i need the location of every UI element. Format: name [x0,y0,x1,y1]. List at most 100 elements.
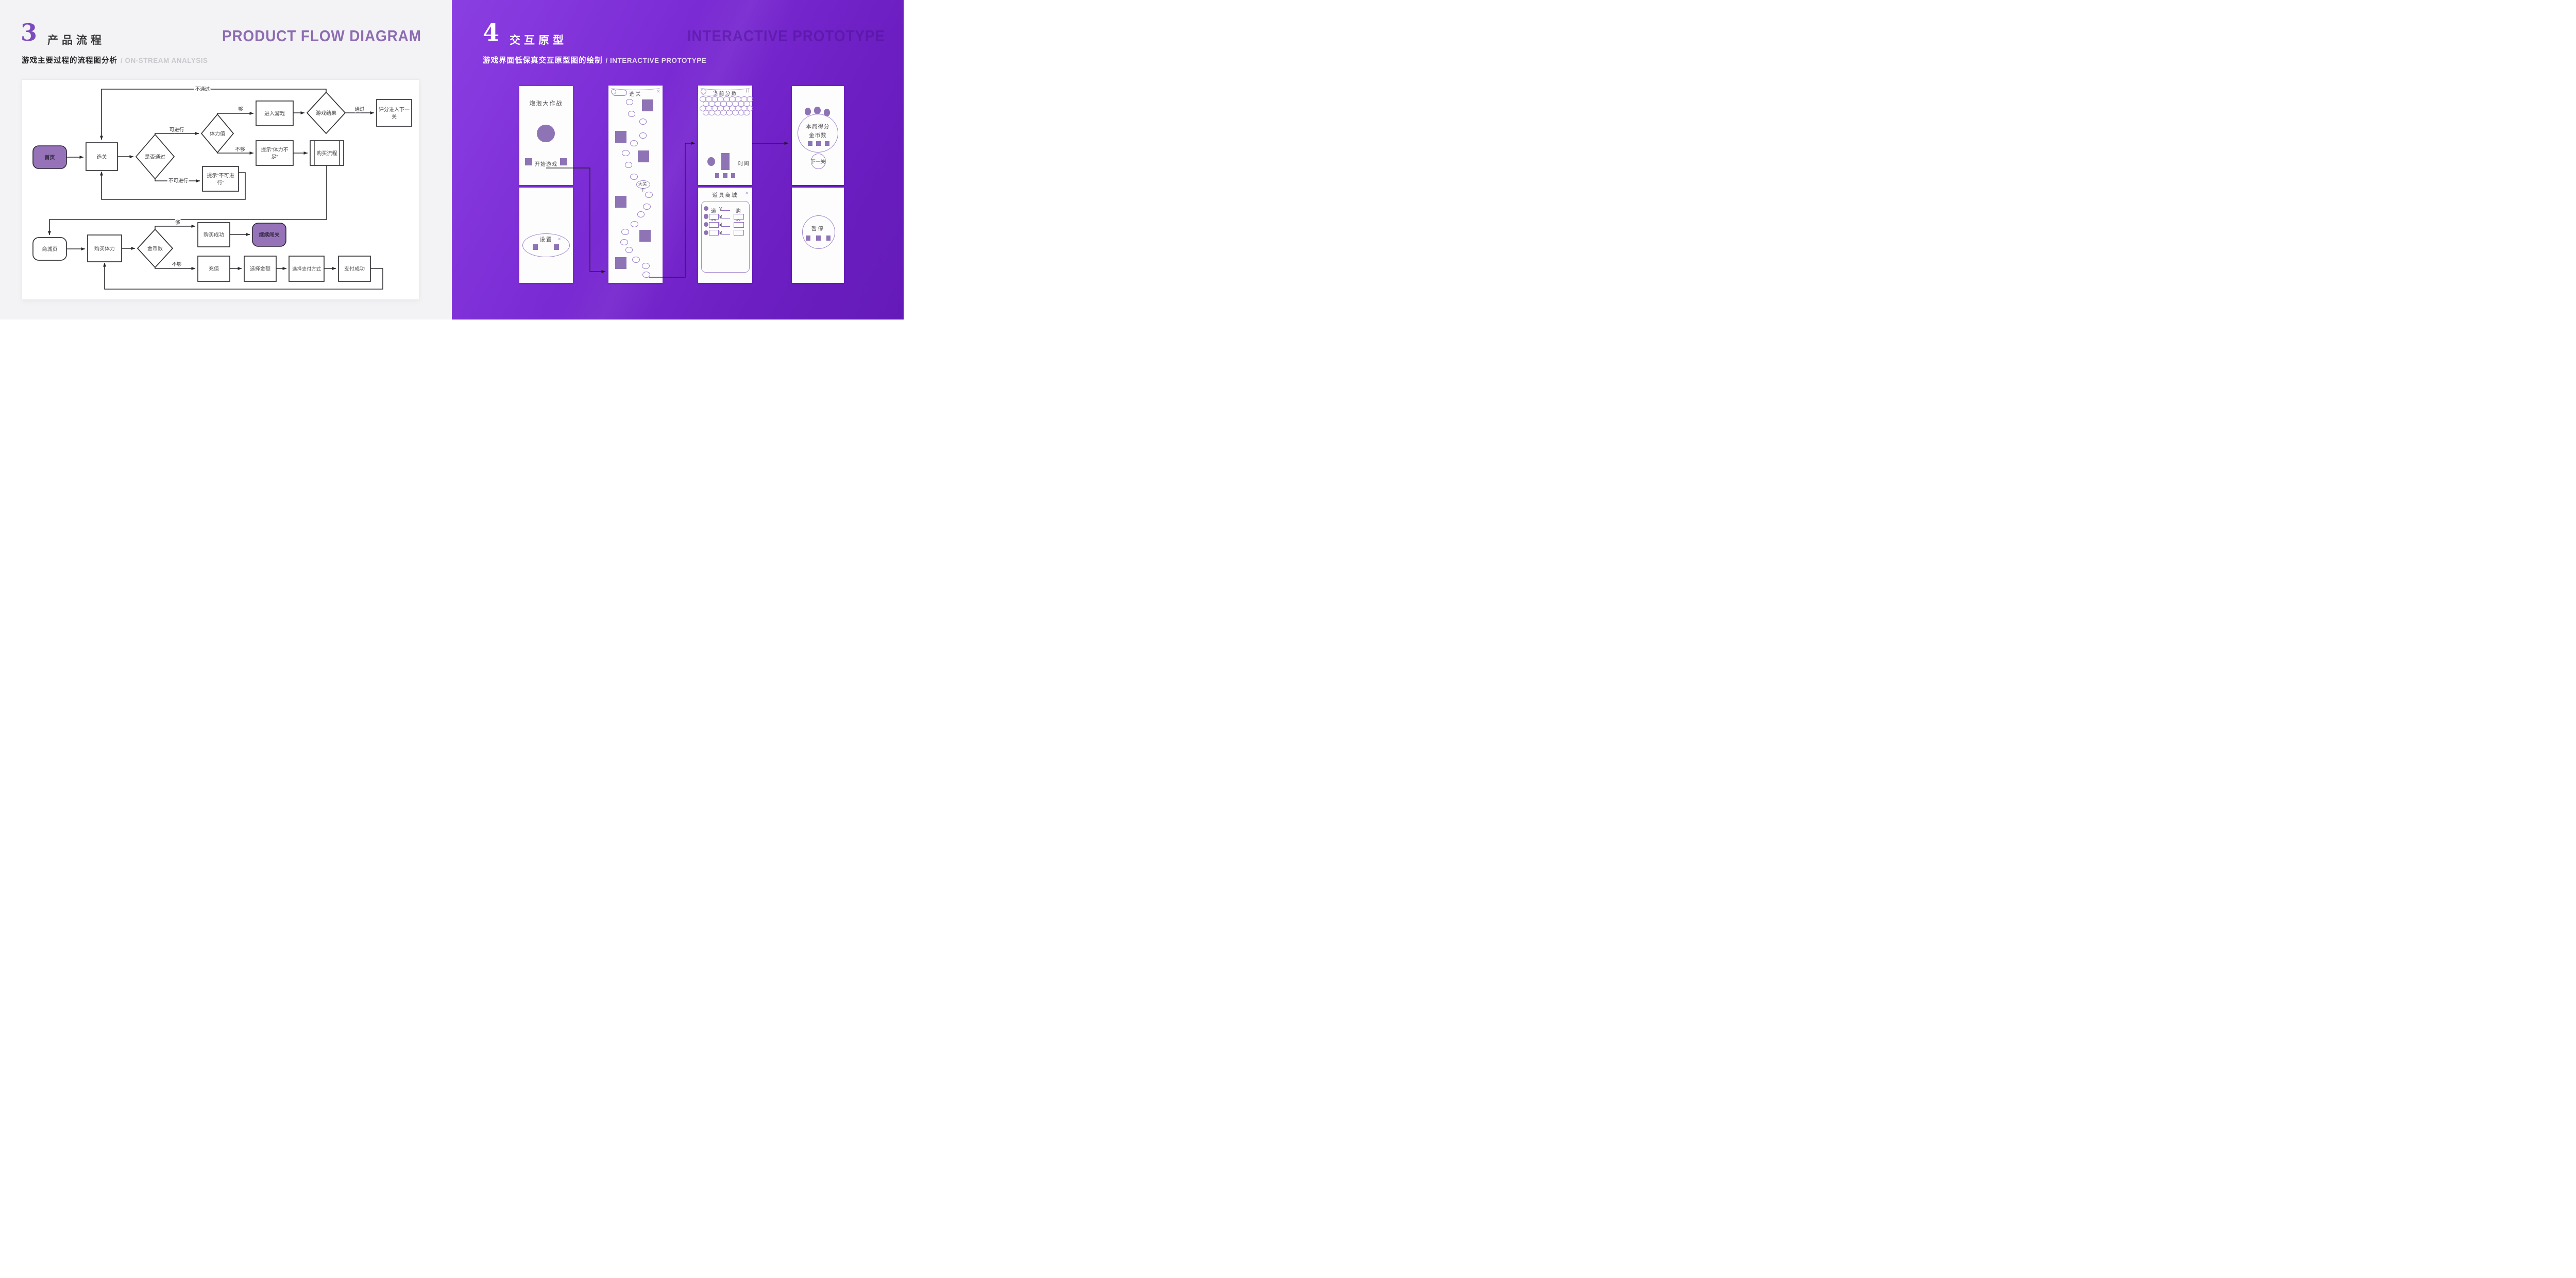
decor-square [808,141,813,146]
slide: 3 产品流程 PRODUCT FLOW DIAGRAM 游戏主要过程的流程图分析… [0,0,904,320]
price-line [721,210,730,211]
node-label: 游戏结果 [316,110,336,116]
node-label: 行” [217,179,224,186]
flowchart-canvas: 首页 选关 是否通过 体力值 进入游戏 [22,79,419,300]
price-line [721,218,730,219]
list-bullet [703,206,708,211]
close-icon: × [557,237,561,243]
level-node [621,229,629,236]
subtitle-zh: 游戏界面低保真交互原型图的绘制 [483,57,603,65]
bubble-icon [743,110,751,116]
node-label: 提示“体力不 [261,146,288,153]
decor-square [806,236,810,241]
flow-node-game-result: 游戏结果 [306,91,346,134]
subtitle-en: / INTERACTIVE PROTOTYPE [605,57,707,64]
screen-result: 本局得分 金币数 下一关 [792,86,844,185]
flow-node-buy-ok: 购买成功 [197,222,230,247]
header-dot [700,89,706,95]
decor-square [525,158,532,165]
decor-square [560,158,567,165]
boss-label: 大关卡 [638,181,647,193]
node-label: 体力值 [210,130,225,137]
flowchart: 首页 选关 是否通过 体力值 进入游戏 [32,85,412,290]
settings-title: 设置 [539,237,553,243]
flow-node-stamina: 体力值 [200,113,234,154]
next-level-button-shape [811,153,826,170]
currency-symbol: ¥ [719,230,722,236]
score-bar [721,153,730,171]
section-heading-en: PRODUCT FLOW DIAGRAM [222,27,421,45]
node-label: 选关 [97,154,107,160]
edge-label-cannot: 不可进行 [168,178,189,184]
flow-node-pass-check: 是否通过 [135,133,175,180]
edge-label-pass: 通过 [354,106,365,112]
screen-settings: 设置 × [519,188,573,283]
level-node [620,239,628,245]
header-curve [608,83,663,91]
level-block [615,257,626,270]
flow-edge-labels: 不通过 可进行 够 通过 不够 不可进行 够 不够 [167,85,366,268]
flow-node-mall: 商城页 [32,237,67,261]
decor-square [816,141,821,146]
edge-label-can: 可进行 [170,127,184,133]
section-title: 产品流程 [47,35,105,46]
hero-bubble-shape [537,124,555,143]
decor-square [553,244,559,250]
decor-square [533,244,538,250]
screen-score: 当前分数 | | 时间 [698,86,753,185]
start-game-label: 开始游戏 [535,162,557,168]
section-title: 交互原型 [510,35,567,46]
bubble-grid [698,86,753,185]
decor-square [824,141,829,146]
pause-title: 暂停 [811,226,824,232]
section-heading-en: INTERACTIVE PROTOTYPE [687,27,885,45]
decor-square [826,236,831,241]
decor-circle [805,108,811,115]
node-label: 购买流程 [317,150,337,157]
level-node [639,132,647,139]
close-icon: × [745,190,749,197]
decor-square [816,236,821,241]
node-label: 金币数 [147,245,163,252]
flow-node-recharge: 充值 [197,256,230,282]
edge-label-enough-top: 够 [238,107,243,112]
level-block [637,150,649,163]
list-bullet [703,230,708,235]
score-label: 本局得分 [806,124,830,130]
edge-label-enough-bottom: 够 [175,220,180,226]
currency-symbol: ¥ [719,214,722,220]
node-label: 提示“不可进 [207,173,234,179]
bubble-icon [746,96,753,102]
time-label: 时间 [738,161,750,167]
node-label: 足” [271,154,278,160]
level-block [615,131,626,143]
buy-button-box [734,230,744,236]
flow-node-continue: 继续闯关 [252,223,286,247]
product-flow-panel: 3 产品流程 PRODUCT FLOW DIAGRAM 游戏主要过程的流程图分析… [0,0,452,320]
header-dot [611,89,616,94]
list-bullet [703,222,708,227]
subtitle-zh: 游戏主要过程的流程图分析 [22,57,117,65]
section-subtitle: 游戏主要过程的流程图分析 / ON-STREAM ANALYSIS [22,55,208,65]
level-block [639,229,651,242]
section-subtitle: 游戏界面低保真交互原型图的绘制/ INTERACTIVE PROTOTYPE [483,55,706,65]
node-label: 购买成功 [204,231,224,238]
edge-label-fail: 不通过 [195,86,210,92]
flow-node-select-level: 选关 [86,142,118,171]
screen-title: 炮泡大作战 [529,100,563,107]
flow-node-amount: 选择金额 [244,256,277,282]
item-box [709,222,719,228]
screen-pause: 暂停 [792,188,844,283]
close-icon: × [656,88,660,95]
subtitle-en: / ON-STREAM ANALYSIS [121,57,208,64]
screen-title: 选关 [629,91,642,97]
flow-node-enter-game: 进入游戏 [256,100,294,126]
level-node [632,257,640,263]
level-node [637,211,645,217]
buy-button-box [734,213,744,220]
pause-icon: | | [746,88,750,93]
level-node [643,203,651,210]
node-label: 评分进入下一 [379,107,410,113]
screen-level-select: 选关 × 大关卡 [608,86,663,283]
score-bubble-shape [707,157,715,166]
